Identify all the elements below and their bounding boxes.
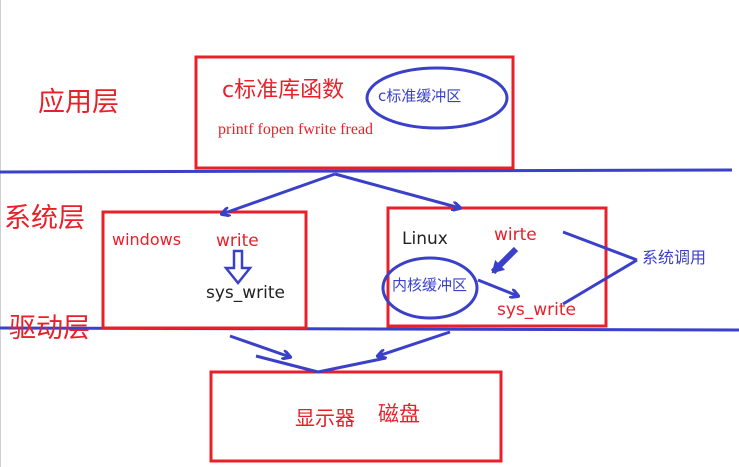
left-border <box>0 0 1 467</box>
windows-box <box>101 210 308 330</box>
arrow-clib-to-windows <box>222 172 336 214</box>
system-layer-label: 系统层 <box>4 203 85 234</box>
display-label: 显示器 <box>295 406 355 430</box>
clib-title: c标准库函数 <box>222 78 345 103</box>
clib-box <box>194 55 515 170</box>
arrow-left-to-device <box>255 354 319 374</box>
application-layer-label: 应用层 <box>38 87 119 118</box>
syscall-pointer-bottom <box>562 258 638 306</box>
kernel-buffer-ellipse <box>381 256 479 320</box>
linux-sys-write-label: sys_write <box>497 300 577 320</box>
linux-os-label: Linux <box>402 229 448 249</box>
linux-box <box>386 206 608 328</box>
windows-write-label: write <box>216 231 259 251</box>
windows-write-down-arrow <box>223 249 253 286</box>
syscall-label: 系统调用 <box>642 248 707 267</box>
clib-buffer-ellipse <box>365 66 509 130</box>
kernel-buffer-label: 内核缓冲区 <box>392 276 468 294</box>
separator-line-app-system <box>0 168 733 174</box>
arrow-right-to-device <box>317 356 387 374</box>
arrow-write-to-kernel-buffer <box>490 246 519 275</box>
linux-write-label: wirte <box>494 225 537 245</box>
windows-sys-write-label: sys_write <box>206 283 286 303</box>
syscall-pointer-top <box>562 230 638 262</box>
driver-layer-label: 驱动层 <box>9 313 90 344</box>
disk-label: 磁盘 <box>378 402 420 426</box>
device-box <box>209 370 503 463</box>
arrow-windows-to-device <box>229 334 290 357</box>
windows-os-label: windows <box>112 230 182 249</box>
arrow-kernel-buffer-to-sys-write <box>477 278 518 296</box>
clib-buffer-label: c标准缓冲区 <box>378 87 462 105</box>
arrow-clib-to-linux <box>334 172 460 208</box>
arrow-linux-to-device <box>378 330 451 356</box>
clib-functions-label: printf fopen fwrite fread <box>218 121 374 138</box>
